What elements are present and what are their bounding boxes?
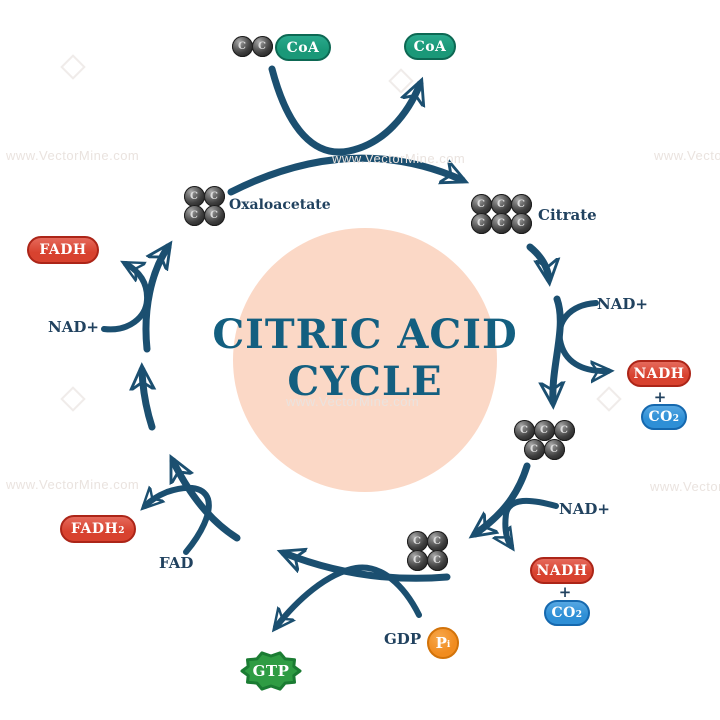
carbon-ball: C <box>510 213 532 234</box>
carbon-ball: C <box>426 550 448 571</box>
title-line-1: CITRIC ACID <box>212 311 518 358</box>
gtp-badge-shape <box>240 651 302 691</box>
arrow-acetylcoa-to-coa <box>268 65 420 156</box>
carbon-ball: C <box>510 193 532 215</box>
carbon-ball: C <box>406 550 428 571</box>
arrow-oxaloacetate-to-citrate <box>227 154 462 196</box>
carbon-ball: C <box>203 185 225 207</box>
carbon-ball: C <box>533 419 555 441</box>
watermark-text: www.VectorMine.com <box>332 151 466 166</box>
nad-plus-label-1: NAD+ <box>597 295 648 313</box>
carbon-ball: C <box>490 193 512 215</box>
fadh-pill: FADH <box>27 236 99 264</box>
carbon-ball: C <box>513 419 535 441</box>
watermark-text: www.VectorMine.com <box>654 148 720 163</box>
carbon-ball: C <box>543 439 565 460</box>
coa-attached-pill: CoA <box>275 34 331 61</box>
arrow-left-segment-up <box>142 370 152 431</box>
fad-label: FAD <box>159 554 194 572</box>
watermark-text: www.VectorMine.com <box>6 477 140 492</box>
watermark-text: www.VectorMine.com <box>286 394 420 409</box>
arrow-to-fad-step <box>169 461 241 542</box>
nadh-pill-1: NADH <box>627 360 691 387</box>
plus-sign-2: + <box>558 583 572 601</box>
carbon-ball: C <box>426 530 448 552</box>
arrow-to-five-carbon <box>553 295 560 402</box>
carbon-ball: C <box>203 205 225 226</box>
arrow-four-carbon-left <box>284 553 451 582</box>
citrate-label: Citrate <box>538 206 597 224</box>
arrow-gdp-to-gtp <box>276 564 422 627</box>
watermark-text: www.VectorMine.com <box>650 479 720 494</box>
plus-sign-1: + <box>653 388 667 406</box>
arrow-nad-to-nadh-2 <box>505 497 559 546</box>
carbon-ball: C <box>470 213 492 234</box>
gtp-badge: GTP <box>240 649 302 693</box>
arrow-nad-to-nadh-1 <box>556 300 608 371</box>
arrow-nad-to-fadh <box>101 264 151 333</box>
arrow-citrate-down <box>526 243 549 279</box>
watermark-text: www.VectorMine.com <box>6 148 140 163</box>
nad-plus-label-3: NAD+ <box>48 318 99 336</box>
coa-free-pill: CoA <box>404 33 456 60</box>
diagram-title: CITRIC ACID CYCLE <box>188 311 542 405</box>
carbon-ball: C <box>523 439 545 460</box>
title-line-2: CYCLE <box>287 358 443 405</box>
oxaloacetate-label: Oxaloacetate <box>229 197 331 213</box>
arrow-fad-to-fadh2 <box>145 484 212 555</box>
nad-plus-label-2: NAD+ <box>559 500 610 518</box>
nadh-pill-2: NADH <box>530 557 594 584</box>
carbon-ball: C <box>470 193 492 215</box>
carbon-ball: C <box>553 419 575 441</box>
carbon-ball: C <box>251 35 273 57</box>
carbon-ball: C <box>406 530 428 552</box>
gtp-label: GTP <box>252 662 290 680</box>
cycle-background-circle <box>233 228 497 492</box>
carbon-ball: C <box>231 35 253 57</box>
carbon-ball: C <box>490 213 512 234</box>
carbon-ball: C <box>183 205 205 226</box>
gdp-label: GDP <box>384 630 422 648</box>
carbon-ball: C <box>183 185 205 207</box>
